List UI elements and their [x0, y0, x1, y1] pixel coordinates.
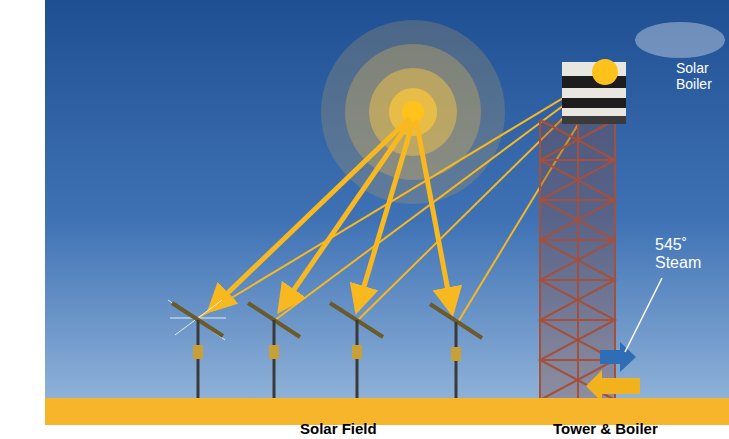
solar-boiler-glow	[592, 59, 618, 85]
heliostats	[168, 300, 482, 398]
water-arrow	[586, 370, 640, 402]
sky	[45, 0, 729, 400]
steam-arrow	[600, 342, 636, 372]
area-label: Solar Field	[300, 420, 377, 437]
steam-label: 545˚ Steam	[655, 236, 723, 273]
area-label: Tower & Boiler	[553, 420, 658, 437]
boiler-label: Solar Boiler	[676, 60, 726, 92]
cloud	[635, 22, 725, 58]
leader-line	[625, 278, 662, 352]
tower	[540, 59, 626, 400]
sun-beams	[210, 118, 452, 312]
